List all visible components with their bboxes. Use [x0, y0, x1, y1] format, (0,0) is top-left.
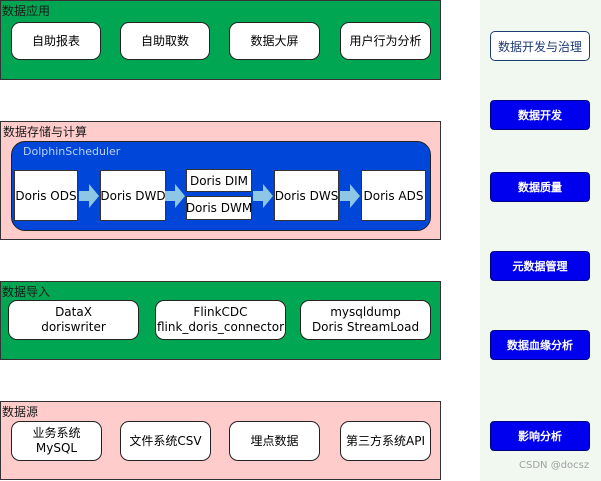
- layer-title-data-import: 数据导入: [2, 285, 51, 299]
- flow-arrow-icon: [340, 184, 360, 208]
- source-box-business-mysql[interactable]: 业务系统 MySQL: [11, 421, 102, 461]
- source-box-tracking[interactable]: 埋点数据: [229, 421, 320, 461]
- source-box-file-csv[interactable]: 文件系统CSV: [120, 421, 211, 461]
- governance-impact-button[interactable]: 影响分析: [490, 421, 590, 451]
- flow-arrow-icon: [165, 184, 185, 208]
- layer-title-data-application: 数据应用: [2, 4, 51, 18]
- app-box-big-screen[interactable]: 数据大屏: [229, 22, 320, 60]
- app-box-self-report[interactable]: 自助报表: [11, 22, 101, 60]
- layer-title-storage-compute: 数据存储与计算: [3, 125, 88, 139]
- governance-data-dev-button[interactable]: 数据开发: [490, 100, 590, 130]
- import-box-mysqldump[interactable]: mysqldump Doris StreamLoad: [300, 300, 431, 340]
- flow-arrow-icon: [253, 184, 273, 208]
- import-box-flinkcdc[interactable]: FlinkCDC flink_doris_connector: [155, 300, 286, 340]
- layer-title-data-source: 数据源: [2, 405, 39, 419]
- source-box-third-party-api[interactable]: 第三方系统API: [340, 421, 431, 461]
- flow-arrow-icon: [79, 184, 99, 208]
- app-box-user-behavior[interactable]: 用户行为分析: [340, 22, 431, 60]
- governance-metadata-button[interactable]: 元数据管理: [490, 251, 590, 281]
- watermark: CSDN @docsz: [519, 460, 590, 471]
- governance-title: 数据开发与治理: [490, 31, 590, 61]
- flow-doris-dim[interactable]: Doris DIM: [186, 169, 252, 192]
- flow-doris-ods[interactable]: Doris ODS: [14, 170, 78, 221]
- flow-doris-dwd[interactable]: Doris DWD: [100, 170, 166, 221]
- governance-data-quality-button[interactable]: 数据质量: [490, 172, 590, 202]
- governance-lineage-button[interactable]: 数据血缘分析: [490, 330, 590, 360]
- flow-doris-dws[interactable]: Doris DWS: [274, 170, 339, 221]
- dolphinscheduler-label: DolphinScheduler: [23, 145, 121, 158]
- governance-panel: [480, 0, 601, 481]
- app-box-self-fetch[interactable]: 自助取数: [120, 22, 210, 60]
- flow-doris-dwm[interactable]: Doris DWM: [186, 196, 252, 220]
- flow-doris-ads[interactable]: Doris ADS: [361, 170, 426, 221]
- import-box-datax[interactable]: DataX doriswriter: [8, 300, 139, 340]
